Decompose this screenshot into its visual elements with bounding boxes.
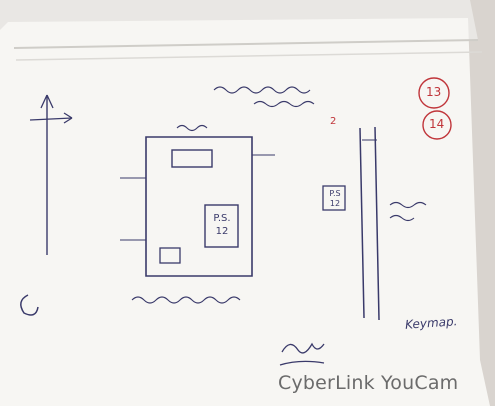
ps-box-label: P.S. 12	[213, 213, 231, 237]
page-number: 2	[330, 116, 337, 127]
watermark-text: CyberLink YouCam	[278, 372, 459, 394]
circled-number-14: 14	[429, 117, 445, 131]
ps-small-box-label: P.S 12	[329, 189, 341, 208]
circled-number-13: 13	[426, 85, 442, 99]
